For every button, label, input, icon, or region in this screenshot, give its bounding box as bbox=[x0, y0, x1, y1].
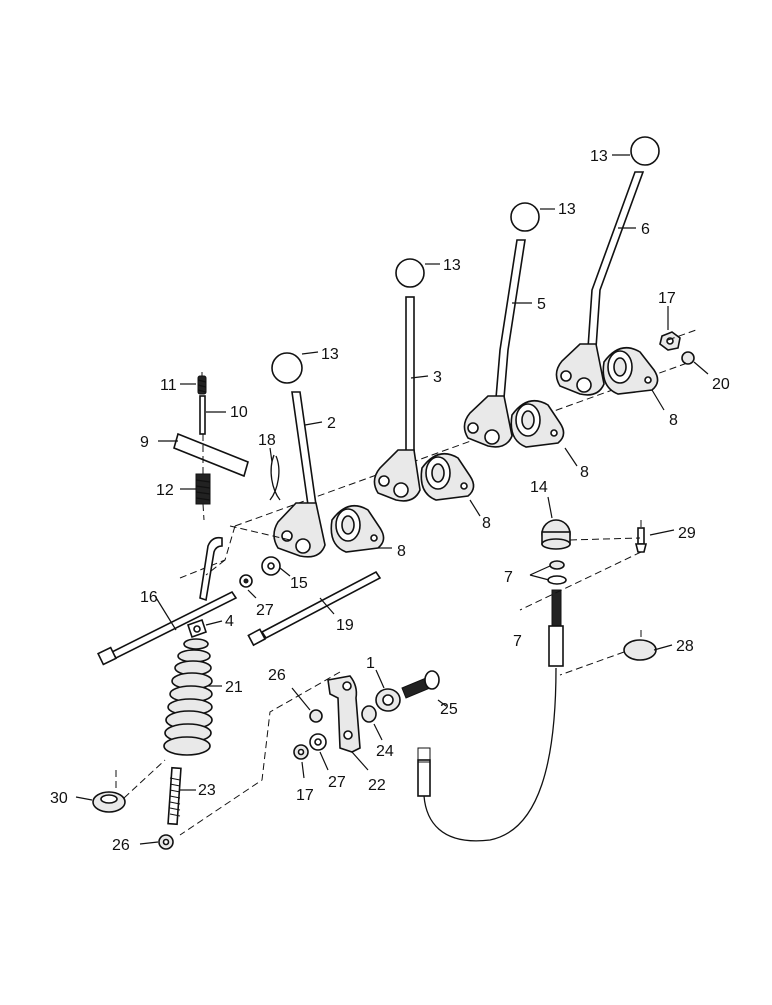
knob-13-lever-3 bbox=[395, 258, 425, 288]
plate-9 bbox=[173, 432, 249, 478]
assembly-line-nut17 bbox=[667, 329, 697, 341]
lever-2 bbox=[273, 391, 326, 558]
callout-13: 13 bbox=[558, 201, 576, 218]
cap-28 bbox=[623, 639, 657, 661]
nut-20 bbox=[681, 351, 695, 365]
callout-28: 28 bbox=[676, 638, 694, 655]
callout-17: 17 bbox=[658, 290, 676, 307]
callout-14: 14 bbox=[530, 479, 548, 496]
bolt-16 bbox=[97, 590, 238, 666]
callout-29: 29 bbox=[678, 525, 696, 542]
callout-19: 19 bbox=[336, 617, 354, 634]
bearing-8-d bbox=[602, 346, 659, 395]
bellows-21 bbox=[163, 638, 213, 756]
nut-7-upper bbox=[549, 560, 565, 570]
pin-18 bbox=[269, 454, 281, 501]
callout-13: 13 bbox=[590, 148, 608, 165]
callout-21: 21 bbox=[225, 679, 243, 696]
assembly-line-cap14 bbox=[569, 537, 641, 541]
pin-29 bbox=[634, 527, 648, 553]
callout-7: 7 bbox=[504, 569, 513, 586]
callout-12: 12 bbox=[156, 482, 174, 499]
cable-thread bbox=[551, 589, 562, 629]
lever-3 bbox=[373, 296, 421, 502]
callout-23: 23 bbox=[198, 782, 216, 799]
callout-6: 6 bbox=[641, 221, 650, 238]
leader-lines bbox=[75, 154, 709, 845]
callout-1: 1 bbox=[366, 655, 375, 672]
assembly-line-pin29 bbox=[519, 520, 642, 611]
cable-end bbox=[417, 759, 431, 797]
callout-18: 18 bbox=[258, 432, 276, 449]
callout-9: 9 bbox=[140, 434, 149, 451]
nut-7-lower bbox=[547, 575, 567, 585]
assembly-line-bracket bbox=[179, 525, 341, 836]
knob-13-lever-5 bbox=[510, 202, 540, 232]
callout-27: 27 bbox=[328, 774, 346, 791]
callout-2: 2 bbox=[327, 415, 336, 432]
callout-27: 27 bbox=[256, 602, 274, 619]
cable-sleeve-7 bbox=[548, 625, 564, 667]
knob-13-lever-6 bbox=[630, 136, 660, 166]
callout-8: 8 bbox=[482, 515, 491, 532]
callout-13: 13 bbox=[321, 346, 339, 363]
callout-24: 24 bbox=[376, 743, 394, 760]
callout-25: 25 bbox=[440, 701, 458, 718]
assembly-line-detent bbox=[201, 372, 205, 521]
callout-3: 3 bbox=[433, 369, 442, 386]
assembly-line-pad30 bbox=[115, 759, 166, 799]
callout-13: 13 bbox=[443, 257, 461, 274]
lever-6 bbox=[555, 171, 645, 396]
lever-5 bbox=[463, 239, 526, 448]
cable-7 bbox=[423, 667, 557, 842]
callout-8: 8 bbox=[397, 543, 406, 560]
callout-26: 26 bbox=[268, 667, 286, 684]
callout-17: 17 bbox=[296, 787, 314, 804]
bent-rod bbox=[199, 536, 223, 602]
bearing-8-c bbox=[510, 399, 565, 448]
callout-20: 20 bbox=[712, 376, 730, 393]
bushing-24 bbox=[361, 705, 377, 723]
callout-11: 11 bbox=[160, 377, 177, 394]
callout-15: 15 bbox=[290, 575, 308, 592]
assembly-line-cap28 bbox=[559, 630, 642, 676]
knob-13-lever-2 bbox=[271, 352, 303, 384]
callout-30: 30 bbox=[50, 790, 68, 807]
bolt-19 bbox=[247, 570, 382, 647]
callout-5: 5 bbox=[537, 296, 546, 313]
callout-8: 8 bbox=[580, 464, 589, 481]
pin-10 bbox=[199, 395, 206, 435]
callout-8: 8 bbox=[669, 412, 678, 429]
bearing-8-a bbox=[330, 504, 385, 553]
nut-26-bracket bbox=[309, 709, 323, 723]
callout-4: 4 bbox=[225, 613, 234, 630]
callout-16: 16 bbox=[140, 589, 158, 606]
stud-23 bbox=[167, 766, 182, 826]
bolt-25 bbox=[401, 670, 440, 699]
callout-7: 7 bbox=[513, 633, 522, 650]
callout-22: 22 bbox=[368, 777, 386, 794]
callout-10: 10 bbox=[230, 404, 248, 421]
callout-26: 26 bbox=[112, 837, 130, 854]
bearing-8-b bbox=[420, 452, 475, 501]
